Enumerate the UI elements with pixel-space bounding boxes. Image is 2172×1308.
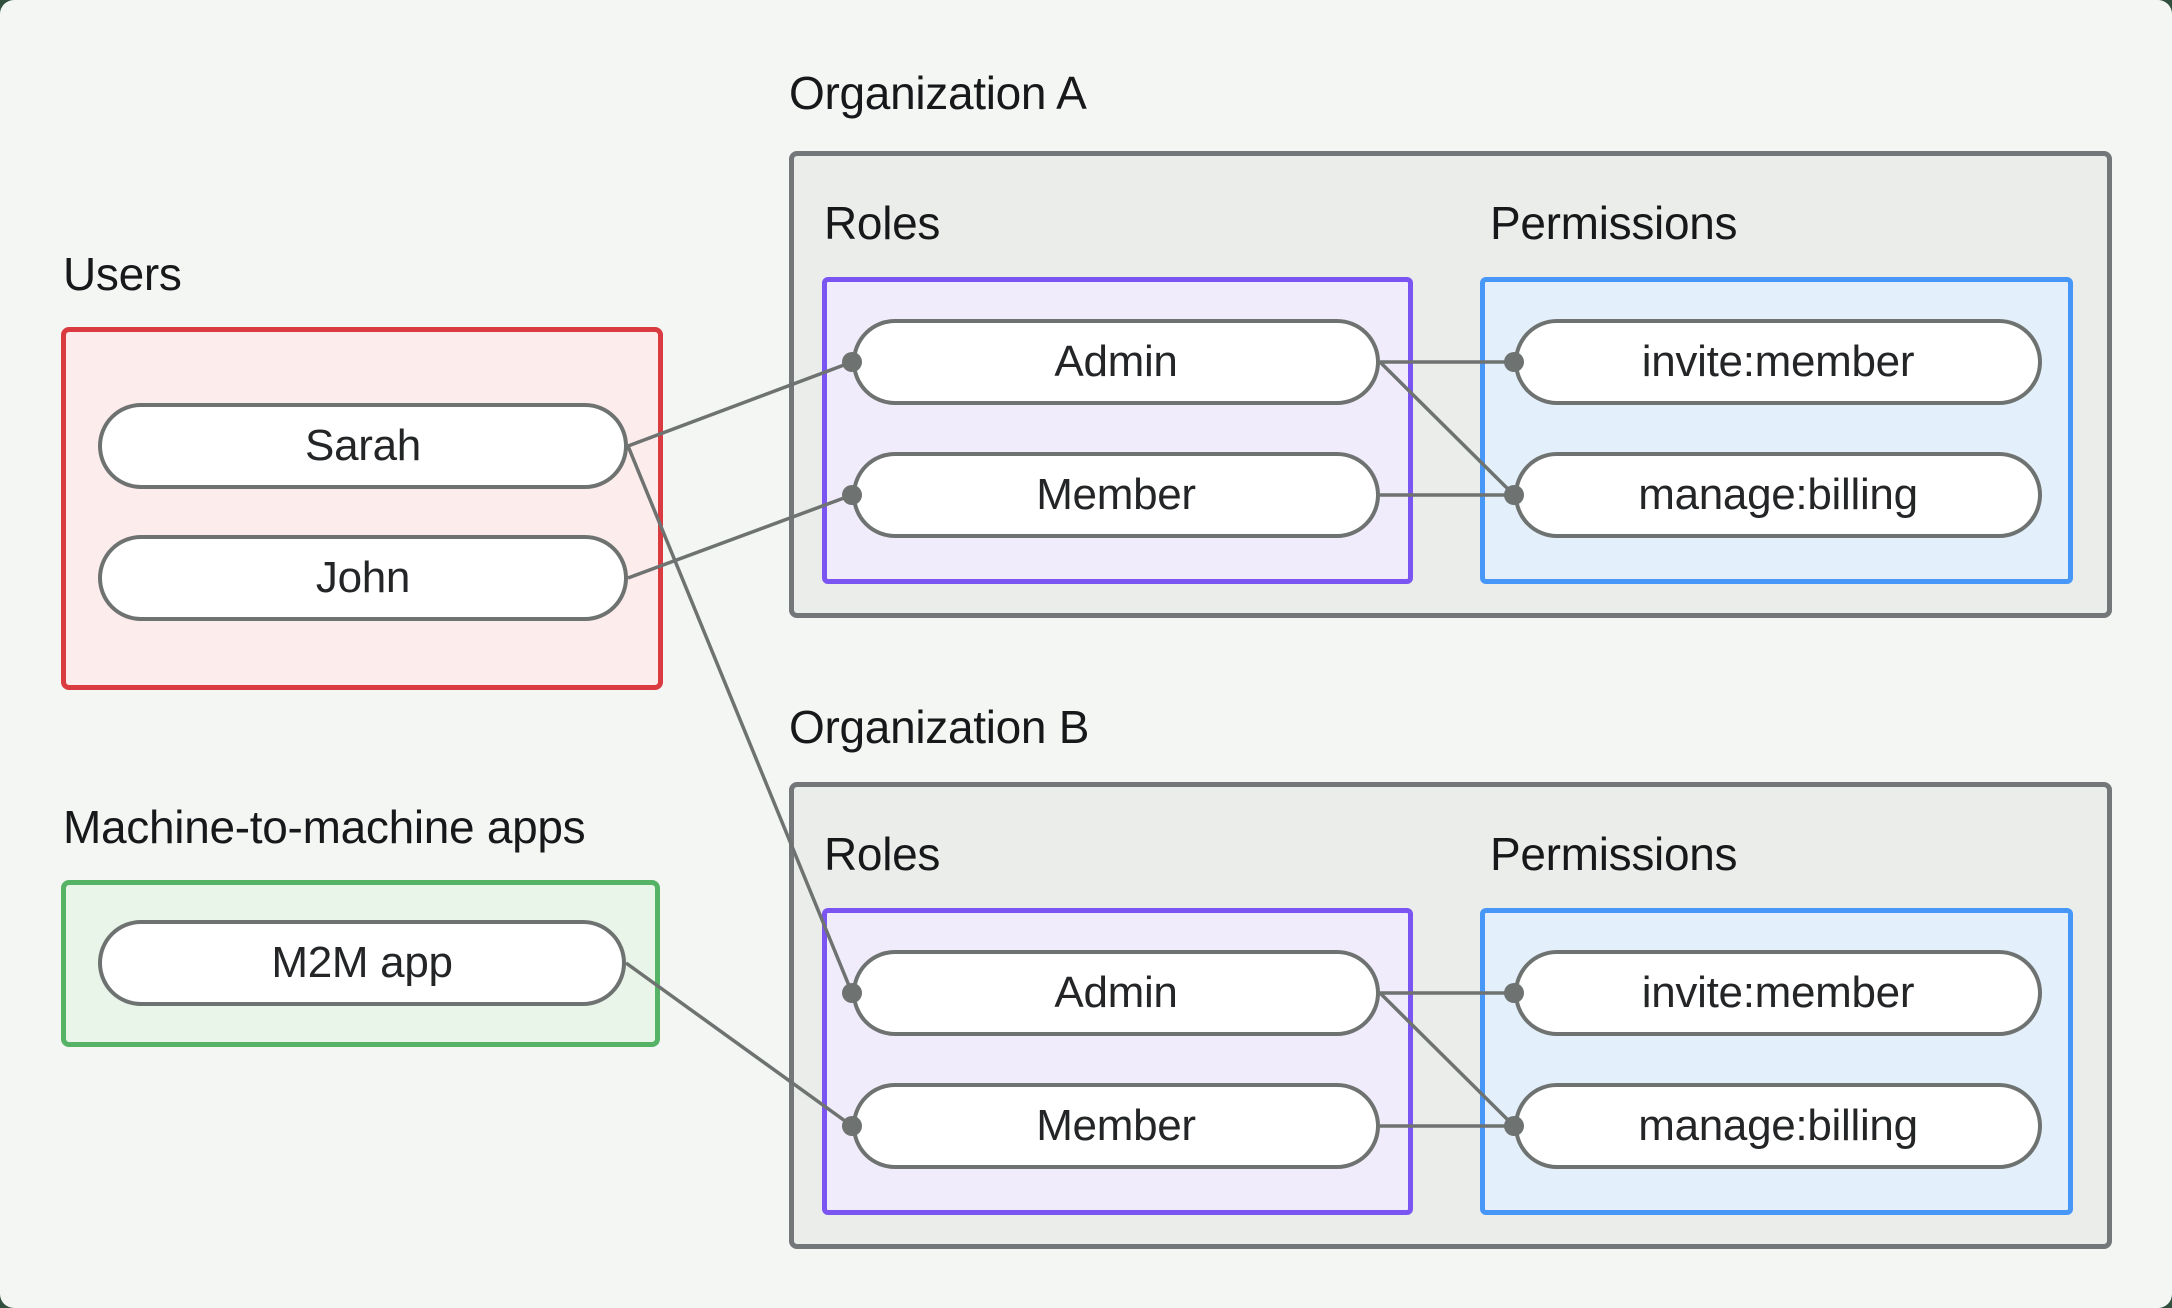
users-group-box: Sarah John	[61, 327, 663, 690]
organization-b-permissions-label: Permissions	[1490, 828, 1738, 880]
organization-b-roles-box: Admin Member	[822, 908, 1413, 1215]
user-node-john: John	[98, 535, 628, 621]
organization-a-box: Roles Permissions Admin Member invite:me…	[789, 151, 2112, 618]
users-section-label: Users	[63, 248, 182, 300]
permission-node-invite-member-org-a: invite:member	[1514, 319, 2042, 405]
organization-a-roles-label: Roles	[824, 197, 941, 249]
m2m-section-label: Machine-to-machine apps	[63, 801, 586, 853]
role-node-admin-org-a: Admin	[852, 319, 1380, 405]
m2m-group-box: M2M app	[61, 880, 660, 1047]
m2m-node-app: M2M app	[98, 920, 626, 1006]
organization-a-permissions-box: invite:member manage:billing	[1480, 277, 2073, 584]
organization-b-permissions-box: invite:member manage:billing	[1480, 908, 2073, 1215]
organization-a-permissions-label: Permissions	[1490, 197, 1738, 249]
role-node-member-org-a: Member	[852, 452, 1380, 538]
organization-a-title: Organization A	[789, 67, 1087, 119]
role-node-member-org-b: Member	[852, 1083, 1380, 1169]
permission-node-invite-member-org-b: invite:member	[1514, 950, 2042, 1036]
role-node-admin-org-b: Admin	[852, 950, 1380, 1036]
organization-a-roles-box: Admin Member	[822, 277, 1413, 584]
organization-b-title: Organization B	[789, 701, 1090, 753]
user-node-sarah: Sarah	[98, 403, 628, 489]
organization-b-box: Roles Permissions Admin Member invite:me…	[789, 782, 2112, 1249]
organization-b-roles-label: Roles	[824, 828, 941, 880]
permission-node-manage-billing-org-b: manage:billing	[1514, 1083, 2042, 1169]
permission-node-manage-billing-org-a: manage:billing	[1514, 452, 2042, 538]
